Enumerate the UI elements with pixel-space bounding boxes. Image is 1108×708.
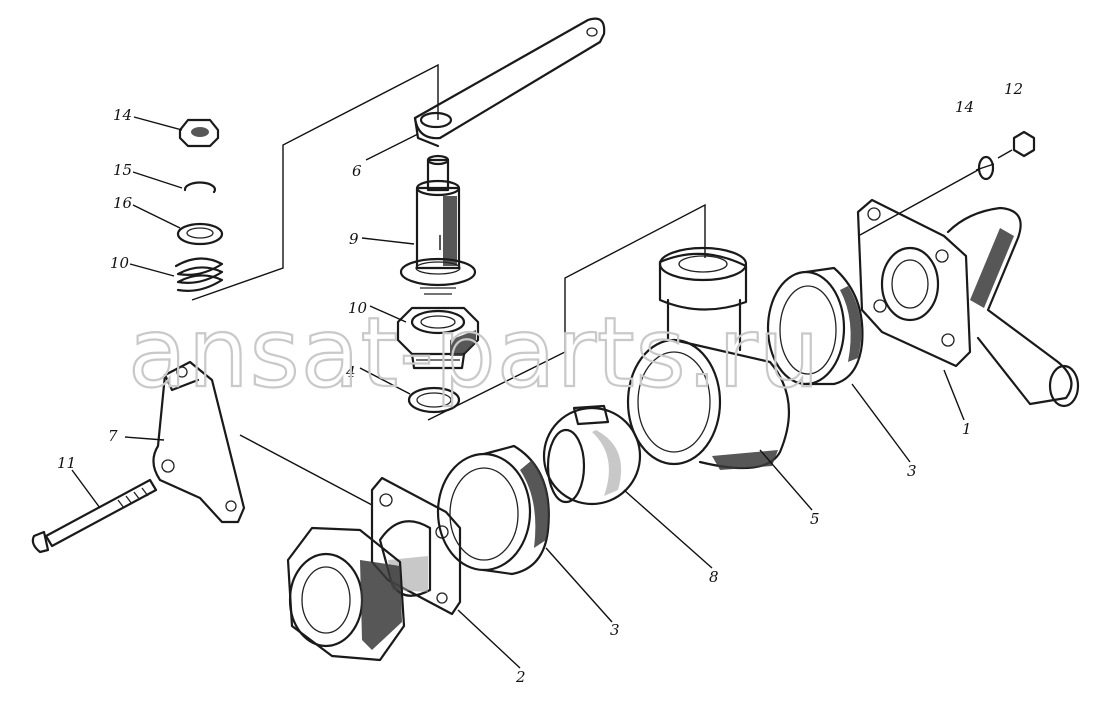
callout-1: 1 xyxy=(962,420,972,438)
callout-3-left: 3 xyxy=(610,621,620,639)
callout-labels: 14 15 16 10 6 9 10 4 7 11 2 3 8 5 3 1 14… xyxy=(57,80,1023,686)
bracket-part-7 xyxy=(152,360,246,524)
callout-12: 11 xyxy=(57,454,76,472)
gland-nut-part-10 xyxy=(396,306,480,370)
callout-5: 5 xyxy=(810,510,820,528)
watermark-text: ansat-parts.ru xyxy=(128,297,821,409)
leader-lines xyxy=(71,116,1013,669)
flange-part-2 xyxy=(286,476,462,662)
seat-ring-part-3-left xyxy=(436,444,550,576)
callout-9: 9 xyxy=(349,230,359,248)
callout-14: 14 xyxy=(113,106,132,124)
callout-4: 4 xyxy=(345,363,356,381)
callout-15: 14 xyxy=(955,98,974,116)
nut-part-14 xyxy=(178,118,220,148)
seat-ring-part-3-right xyxy=(766,266,864,386)
washer-part-15 xyxy=(977,155,995,181)
ring-part-4 xyxy=(407,386,461,414)
snap-ring-part-16 xyxy=(183,181,217,194)
callout-11: 10 xyxy=(110,254,130,272)
callout-17: 16 xyxy=(113,194,133,212)
nut-part-13 xyxy=(1012,130,1036,158)
callout-10: 10 xyxy=(348,299,368,317)
callout-3-right: 3 xyxy=(907,462,917,480)
callout-8: 8 xyxy=(709,568,719,586)
body-part-5 xyxy=(626,246,790,470)
assembly-axis-lines xyxy=(191,63,979,506)
callout-16: 15 xyxy=(113,161,132,179)
callout-2: 2 xyxy=(515,668,526,686)
lever-part-6 xyxy=(413,17,606,148)
bolt-part-12 xyxy=(31,478,158,554)
callout-7: 7 xyxy=(108,427,118,445)
spring-part-11 xyxy=(174,257,224,292)
callout-6: 6 xyxy=(352,162,362,180)
ball-part-8 xyxy=(542,404,642,506)
spindle-part-9 xyxy=(399,154,477,295)
elbow-flange-part-1 xyxy=(856,198,1080,408)
washer-part-17 xyxy=(176,222,224,246)
callout-13: 12 xyxy=(1004,80,1023,98)
